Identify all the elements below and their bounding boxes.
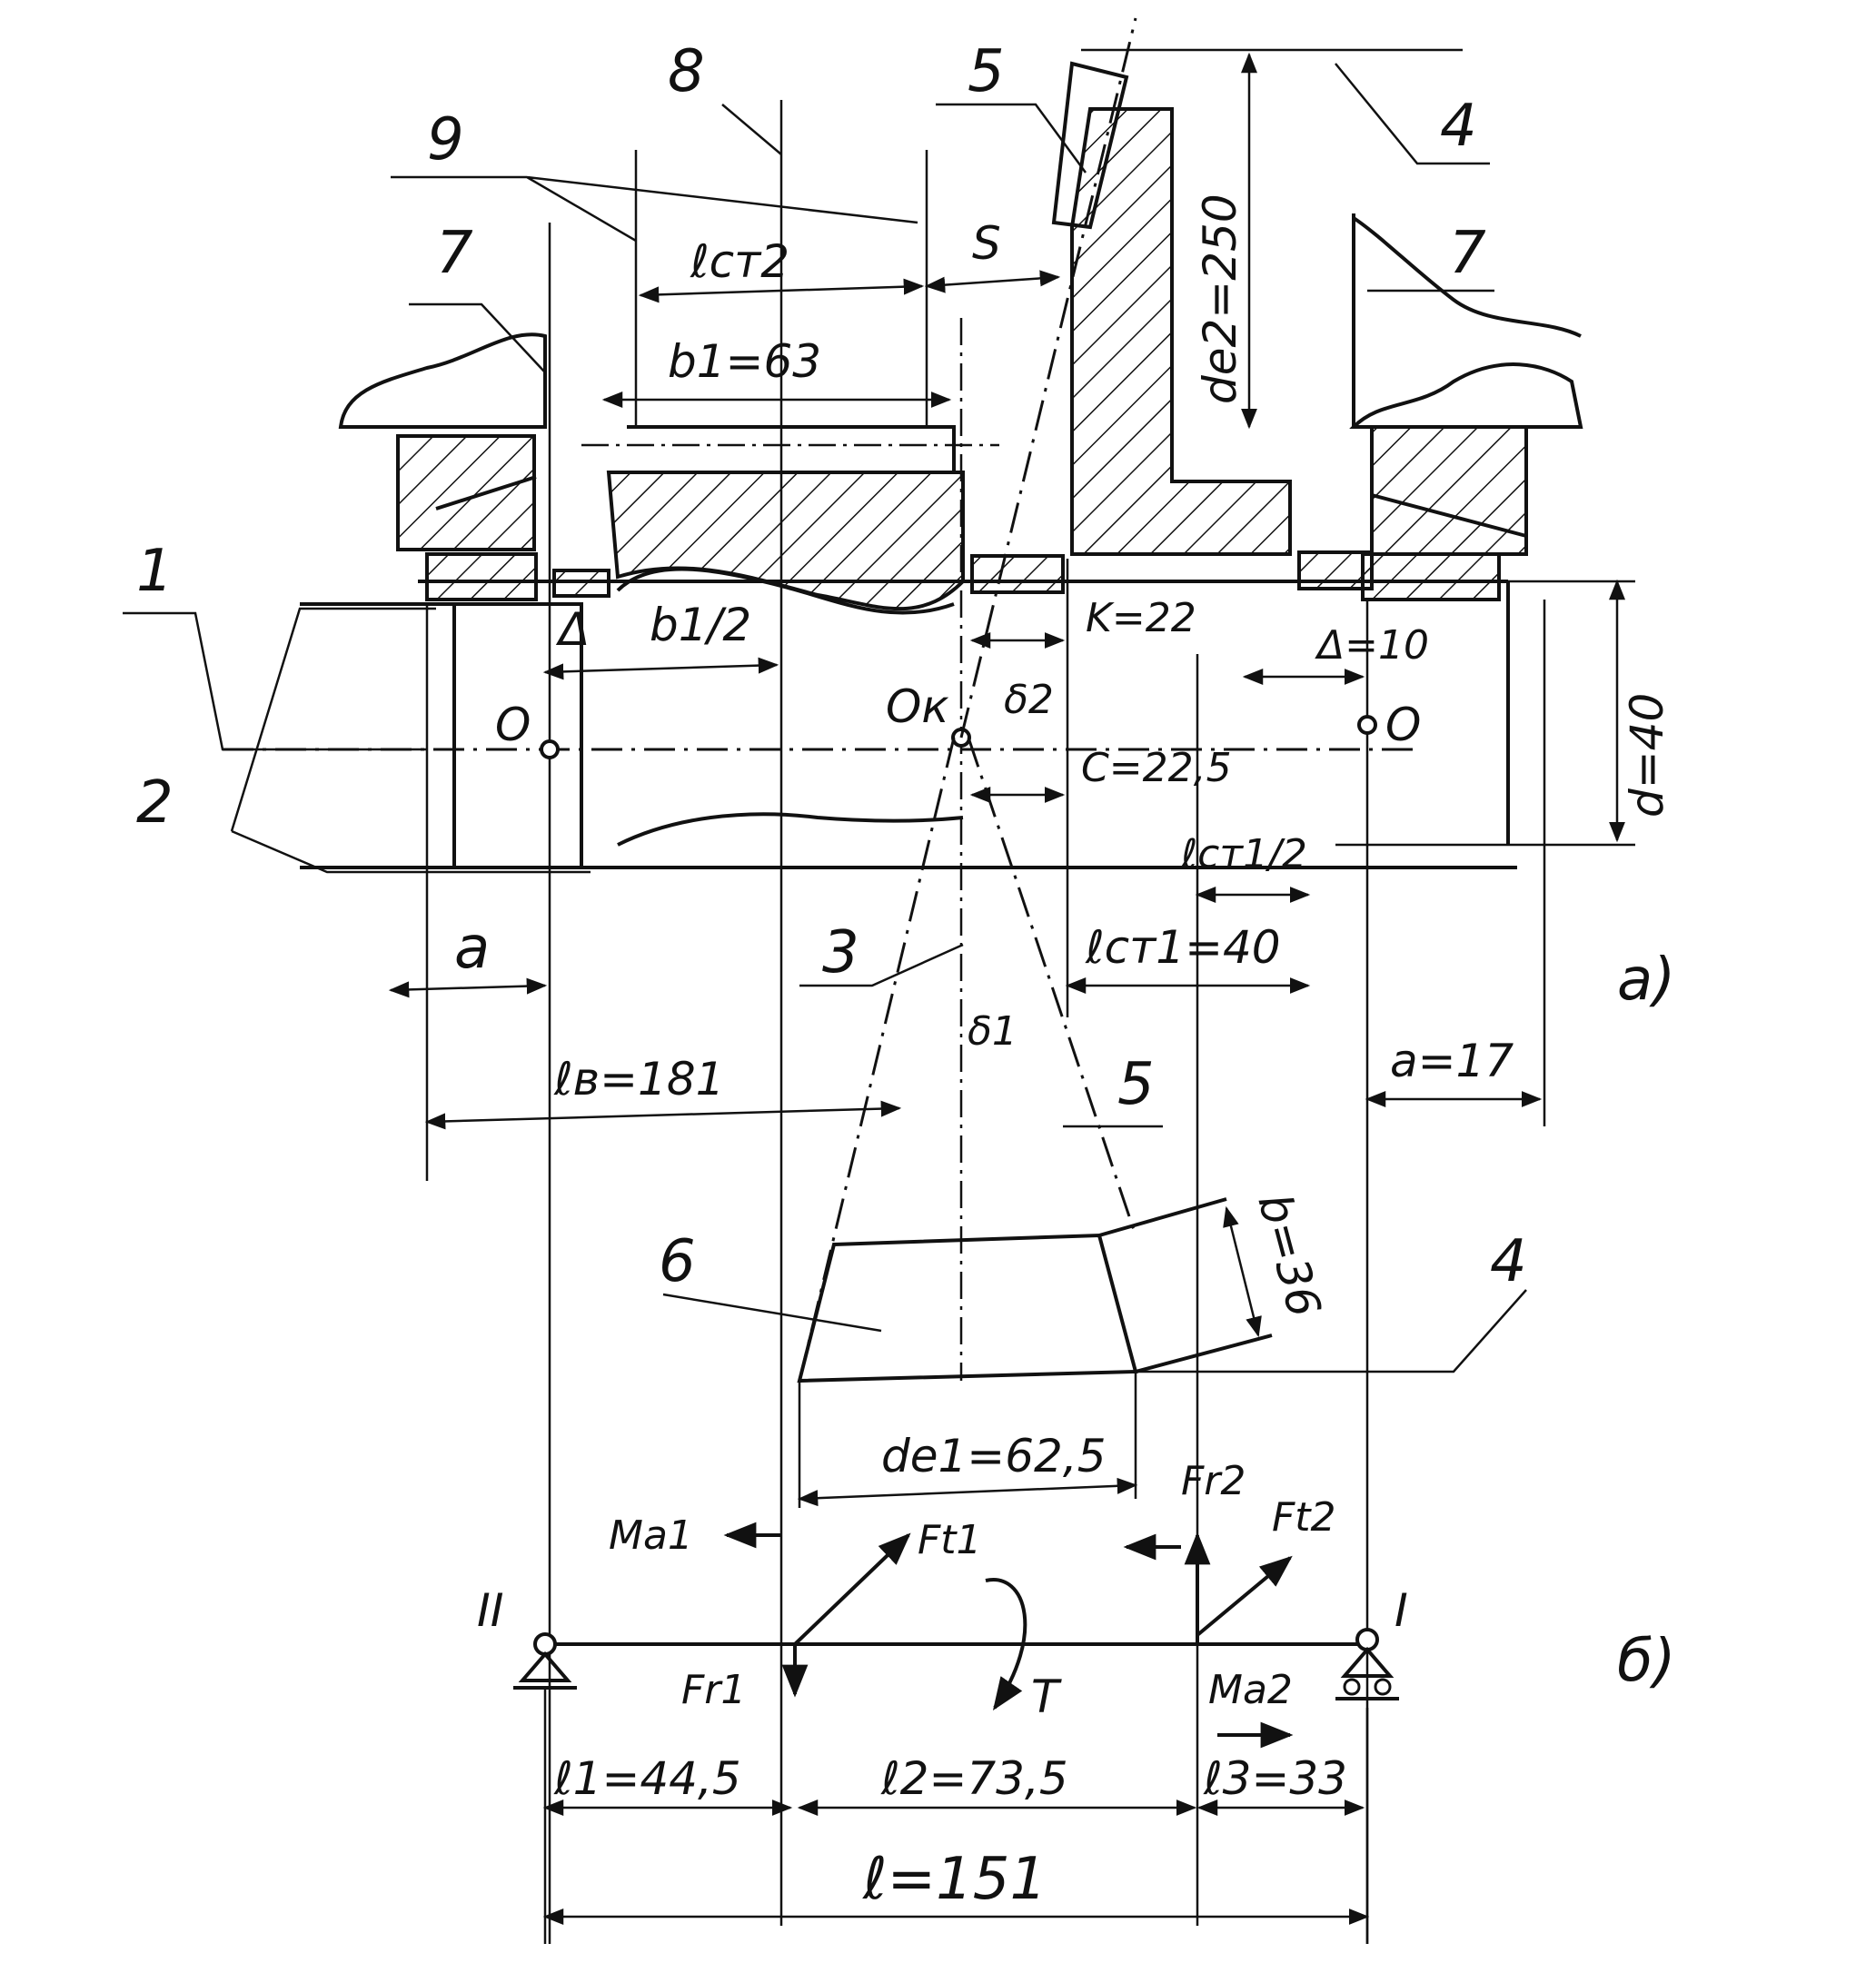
force-Ft2-arrow [1196, 1555, 1293, 1637]
dim-label-delta1: δ1 [968, 1008, 1017, 1055]
label-l1: ℓ1=44,5 [553, 1752, 741, 1805]
bearing-center-right [1357, 715, 1377, 735]
dim-label-delta2: δ2 [1004, 677, 1054, 723]
dim-label-lv: ℓв=181 [553, 1053, 724, 1105]
dim-label-lst1-half: ℓст1/2 [1180, 831, 1307, 877]
leader-7-left [409, 302, 546, 373]
part-number-9: 9 [427, 106, 464, 174]
part-number-4-bottom: 4 [1490, 1228, 1527, 1295]
part-number-4-top: 4 [1440, 93, 1477, 160]
dim-lv [424, 1100, 902, 1130]
dim-a-left [388, 977, 548, 998]
assembly-view-a: 1 2 3 4 4 5 5 6 7 7 8 9 ℓст2 S b1=63 b1/… [123, 17, 1675, 1944]
part-number-8: 8 [668, 38, 705, 105]
spacer-left [552, 569, 610, 598]
torque-T-arrow [985, 1578, 1027, 1710]
part-number-7-left: 7 [436, 220, 473, 287]
dim-label-K: K=22 [1086, 595, 1196, 641]
shaft-outline [300, 602, 1517, 869]
force-Ft1-arrow [793, 1532, 911, 1646]
pinion-top-slot [627, 425, 956, 472]
leader-6 [662, 1293, 882, 1333]
label-l: ℓ=151 [862, 1846, 1047, 1913]
leader-4-top [1335, 63, 1490, 165]
label-support-I: I [1395, 1584, 1408, 1637]
part-number-2: 2 [136, 769, 174, 837]
support-right-roller [1335, 1628, 1399, 1700]
label-l3: ℓ3=33 [1203, 1752, 1347, 1805]
label-Ft1: Ft1 [918, 1517, 982, 1563]
bevel-gear-wheel [1070, 107, 1292, 556]
bearing-left-inner [425, 552, 538, 601]
bearing-right-outer [1370, 425, 1528, 556]
sleeve-k [970, 554, 1065, 594]
view-label-b: б) [1617, 1628, 1675, 1695]
part-number-7-right: 7 [1449, 220, 1486, 287]
part-number-5-mid: 5 [1117, 1051, 1155, 1118]
dim-label-delta-left: Δ [555, 603, 590, 656]
label-Fr2: Fr2 [1181, 1458, 1246, 1504]
bearing-left-outer [396, 434, 536, 551]
dim-S [924, 270, 1061, 293]
pinion-section [797, 1233, 1138, 1383]
pinion-face-dim2 [1135, 1334, 1273, 1373]
label-T: T [1031, 1671, 1062, 1723]
bearing-left-roller [435, 475, 537, 511]
bearing-center-left [540, 739, 560, 759]
label-l2: ℓ2=73,5 [880, 1752, 1068, 1805]
dim-label-de1: de1=62,5 [881, 1430, 1107, 1482]
label-Ma2: Ma2 [1208, 1667, 1293, 1713]
part-number-5-top: 5 [968, 38, 1005, 105]
housing-right-outline [1349, 362, 1583, 429]
dim-label-b: b=36 [1247, 1188, 1331, 1323]
label-Fr1: Fr1 [681, 1667, 746, 1713]
part-number-3: 3 [822, 919, 859, 986]
dim-label-C: C=22,5 [1081, 745, 1232, 791]
support-left-pinned [513, 1632, 577, 1690]
dim-lst2 [638, 278, 925, 303]
dim-label-delta-right: Δ=10 [1315, 622, 1429, 669]
label-Ma1: Ma1 [609, 1512, 693, 1559]
pinion-hub [606, 471, 965, 611]
dim-label-b1: b1=63 [668, 335, 821, 388]
dim-b1half [542, 657, 779, 680]
view-label-a: a) [1617, 947, 1675, 1014]
dim-label-d: d=40 [1621, 693, 1673, 818]
part-number-1: 1 [136, 538, 174, 605]
dim-de1 [797, 1477, 1138, 1507]
point-label-O-left: O [495, 699, 531, 751]
pinion-cone-right [967, 737, 1137, 1236]
shaft-break-bottom [617, 812, 964, 847]
dim-label-lst2: ℓст2 [690, 235, 789, 288]
spacer-right [1297, 550, 1374, 590]
label-support-II: II [477, 1584, 504, 1637]
pinion-face-dim [1098, 1197, 1227, 1237]
leader-4-bottom [1136, 1289, 1527, 1373]
leader-3 [799, 943, 964, 987]
bearing-right-roller [1371, 493, 1527, 538]
leader-5-top [936, 103, 1087, 174]
loading-scheme-b: II I Ma1 Ft1 Fr1 Fr2 Ft2 Ma2 T ℓ1=44,5 ℓ… [477, 1458, 1675, 1944]
leader-2 [230, 607, 591, 874]
dim-b [1223, 1205, 1262, 1338]
dim-label-b1half: b1/2 [650, 599, 751, 651]
point-label-O-right: O [1385, 699, 1421, 751]
leader-1 [123, 611, 427, 751]
gear-tooth [1051, 61, 1129, 230]
leader-9 [391, 175, 918, 243]
dim-label-S: S [972, 217, 1001, 270]
part-number-6: 6 [659, 1228, 696, 1295]
dim-label-a-left: a [454, 915, 490, 982]
dim-label-de2: de2=250 [1194, 193, 1246, 404]
dim-label-a-right: a=17 [1390, 1035, 1514, 1087]
leader-8 [721, 104, 782, 155]
housing-left-outline [338, 332, 547, 429]
dim-label-lst1: ℓст1=40 [1085, 921, 1281, 974]
point-label-Ok: Oк [886, 680, 949, 733]
gear-cone-line [959, 17, 1137, 739]
bearing-right-inner [1361, 552, 1501, 601]
label-Ft2: Ft2 [1272, 1494, 1336, 1541]
housing-right-top [1352, 216, 1582, 338]
